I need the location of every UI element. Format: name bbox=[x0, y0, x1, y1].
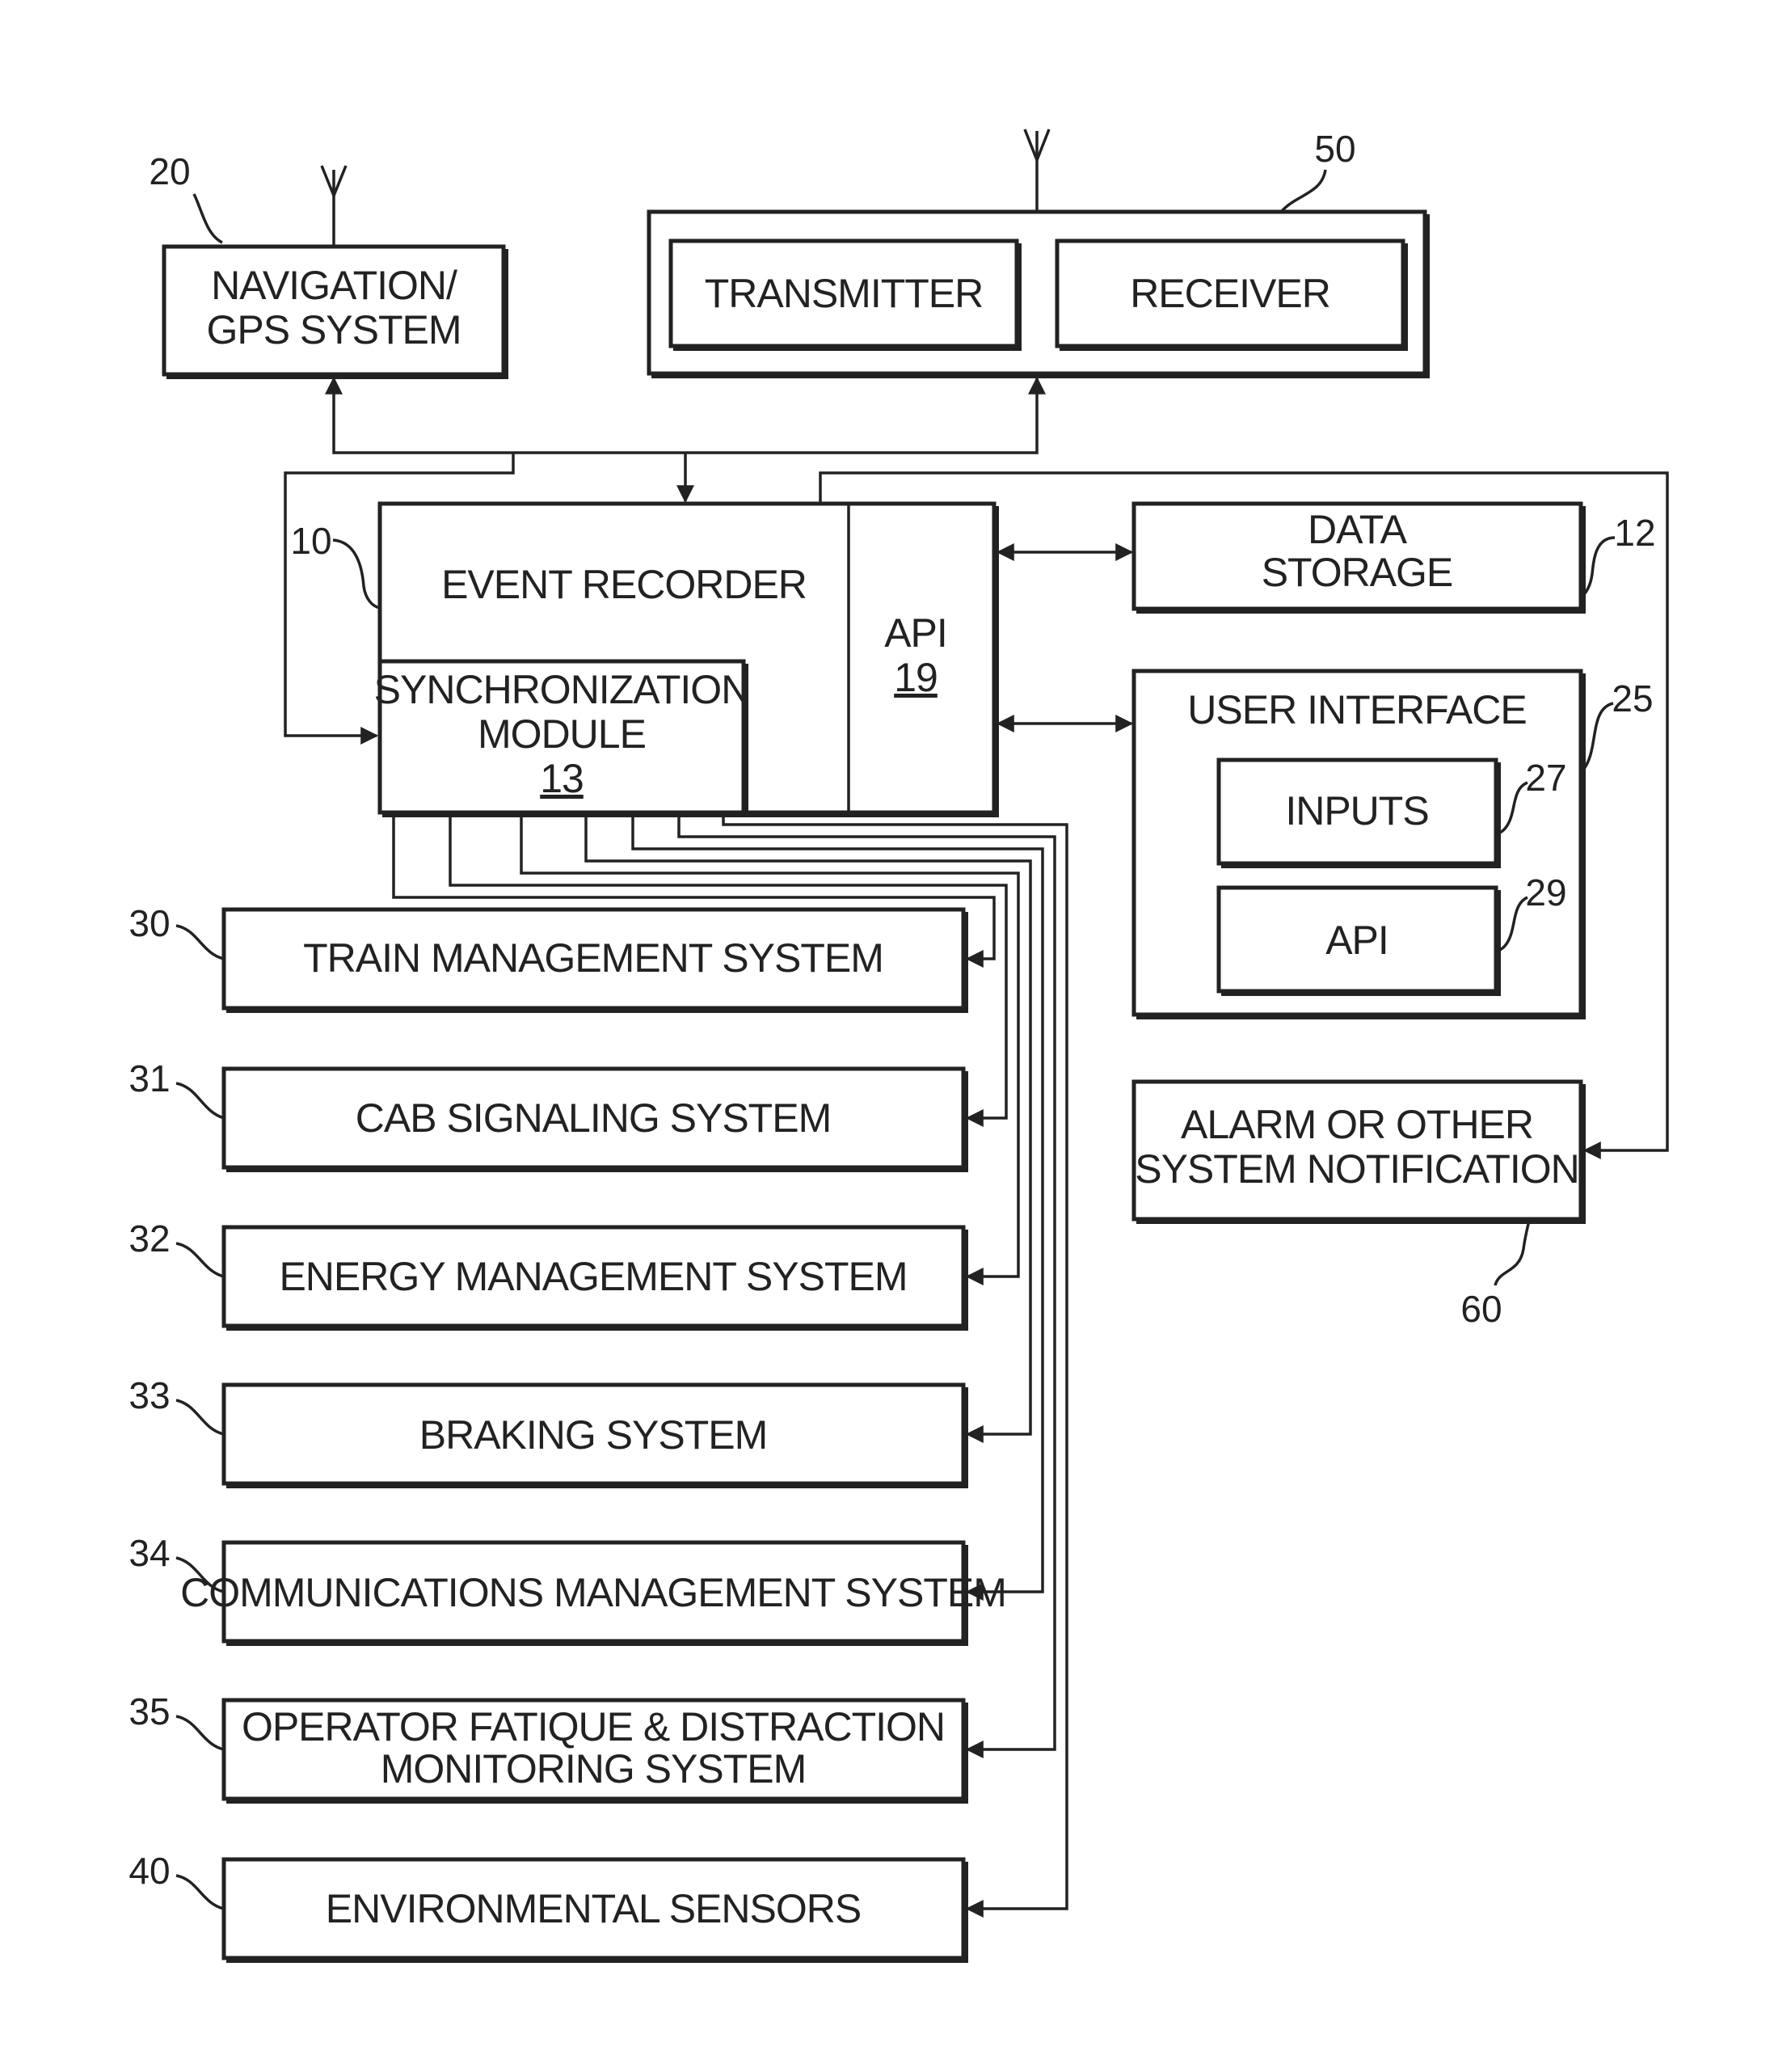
inputs-box: INPUTS bbox=[1219, 760, 1498, 866]
operator-fatigue-line2: MONITORING SYSTEM bbox=[381, 1746, 807, 1791]
communications-management-label: COMMUNICATIONS MANAGEMENT SYSTEM bbox=[180, 1570, 1006, 1615]
alarm-ref: 60 bbox=[1460, 1288, 1502, 1330]
sync-module-line2: MODULE bbox=[478, 711, 646, 757]
inputs-ref: 27 bbox=[1525, 757, 1566, 799]
braking-ref: 33 bbox=[129, 1374, 170, 1416]
energy-management-label: ENERGY MANAGEMENT SYSTEM bbox=[279, 1254, 907, 1299]
sync-module-line1: SYNCHRONIZATION bbox=[374, 667, 750, 712]
user-interface-label: USER INTERFACE bbox=[1187, 687, 1526, 732]
api-main-label: API bbox=[884, 610, 947, 656]
transmitter-box: TRANSMITTER bbox=[671, 241, 1019, 348]
train-management-leader bbox=[176, 926, 224, 959]
braking-leader bbox=[176, 1400, 224, 1434]
operator-fatigue-ref: 35 bbox=[129, 1690, 170, 1732]
ui-api-box: API bbox=[1219, 888, 1498, 994]
train-management-box: TRAIN MANAGEMENT SYSTEM bbox=[224, 909, 966, 1011]
cab-signaling-box: CAB SIGNALING SYSTEM bbox=[224, 1069, 966, 1170]
environmental-sensors-leader bbox=[176, 1876, 224, 1909]
event-recorder-leader bbox=[333, 540, 380, 608]
alarm-notification-box: ALARM OR OTHER SYSTEM NOTIFICATION bbox=[1134, 1082, 1583, 1222]
receiver-box: RECEIVER bbox=[1057, 241, 1405, 348]
ui-api-ref: 29 bbox=[1525, 871, 1566, 914]
transmitter-label: TRANSMITTER bbox=[705, 271, 984, 316]
data-storage-box: DATA STORAGE bbox=[1134, 504, 1583, 611]
environmental-sensors-ref: 40 bbox=[129, 1850, 170, 1892]
data-storage-leader bbox=[1581, 538, 1615, 597]
data-storage-line1: DATA bbox=[1308, 507, 1408, 552]
environmental-sensors-box: ENVIRONMENTAL SENSORS bbox=[224, 1859, 966, 1960]
navigation-ref: 20 bbox=[149, 150, 190, 192]
energy-management-leader bbox=[176, 1243, 224, 1277]
alarm-line2: SYSTEM NOTIFICATION bbox=[1135, 1146, 1579, 1192]
api-main-number: 19 bbox=[894, 655, 938, 700]
alarm-line1: ALARM OR OTHER bbox=[1181, 1102, 1533, 1147]
braking-label: BRAKING SYSTEM bbox=[419, 1412, 768, 1458]
comm-unit-leader bbox=[1281, 170, 1325, 212]
braking-box: BRAKING SYSTEM bbox=[224, 1385, 966, 1486]
cab-signaling-ref: 31 bbox=[129, 1057, 170, 1099]
operator-fatigue-leader bbox=[176, 1716, 224, 1749]
user-interface-ref: 25 bbox=[1612, 677, 1653, 720]
receiver-label: RECEIVER bbox=[1130, 271, 1330, 316]
navigation-label-line2: GPS SYSTEM bbox=[206, 307, 461, 352]
energy-management-box: ENERGY MANAGEMENT SYSTEM bbox=[224, 1227, 966, 1328]
data-storage-line2: STORAGE bbox=[1262, 550, 1453, 595]
cab-signaling-leader bbox=[176, 1083, 224, 1118]
train-management-ref: 30 bbox=[129, 902, 170, 944]
navigation-label-line1: NAVIGATION/ bbox=[211, 263, 457, 308]
sync-module-box: SYNCHRONIZATION MODULE 13 bbox=[374, 661, 750, 815]
energy-management-ref: 32 bbox=[129, 1217, 170, 1260]
train-management-label: TRAIN MANAGEMENT SYSTEM bbox=[303, 935, 883, 981]
communications-management-ref: 34 bbox=[129, 1532, 170, 1574]
comm-antenna-icon bbox=[1025, 129, 1049, 212]
event-recorder-label: EVENT RECORDER bbox=[441, 562, 807, 607]
navigation-leader bbox=[194, 194, 222, 243]
operator-fatigue-line1: OPERATOR FATIQUE & DISTRACTION bbox=[242, 1704, 945, 1749]
alarm-leader bbox=[1495, 1221, 1529, 1285]
communications-management-box: COMMUNICATIONS MANAGEMENT SYSTEM bbox=[180, 1542, 1006, 1644]
ui-api-label: API bbox=[1325, 918, 1388, 963]
comm-unit-ref: 50 bbox=[1314, 128, 1355, 170]
inputs-label: INPUTS bbox=[1285, 788, 1428, 833]
nav-antenna-icon bbox=[322, 166, 346, 247]
environmental-sensors-label: ENVIRONMENTAL SENSORS bbox=[326, 1886, 861, 1931]
cab-signaling-label: CAB SIGNALING SYSTEM bbox=[356, 1095, 831, 1141]
data-storage-ref: 12 bbox=[1614, 512, 1655, 554]
event-recorder-ref: 10 bbox=[290, 520, 331, 562]
navigation-gps-box: NAVIGATION/ GPS SYSTEM bbox=[164, 247, 506, 377]
sync-module-number: 13 bbox=[540, 756, 584, 801]
operator-fatigue-box: OPERATOR FATIQUE & DISTRACTION MONITORIN… bbox=[224, 1700, 966, 1801]
